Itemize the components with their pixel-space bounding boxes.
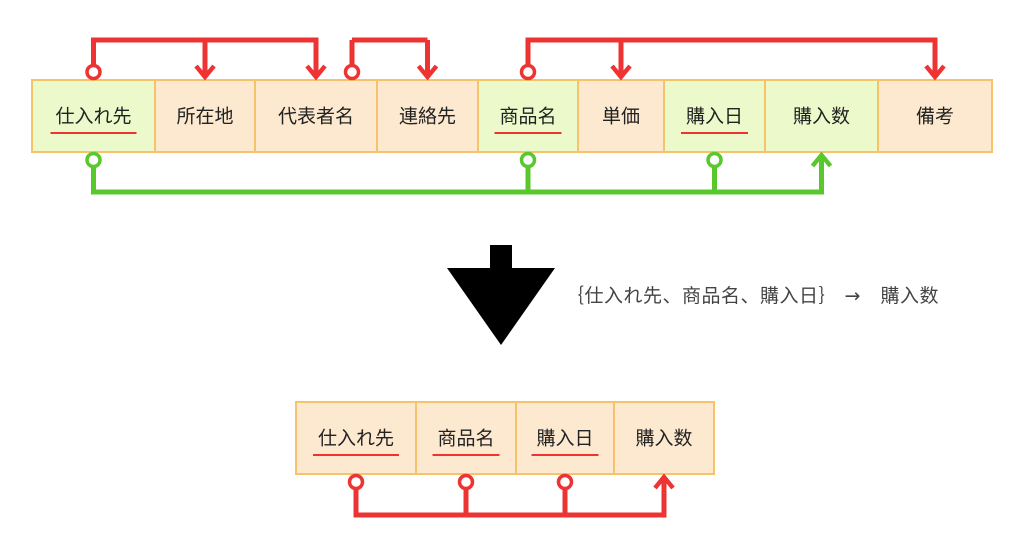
top-green-dependency — [85, 151, 833, 195]
bottom-red-source-circle — [457, 473, 475, 491]
top-cell — [663, 79, 766, 153]
top-red-source-circle — [343, 63, 361, 81]
top-cell-label: 連絡先 — [399, 106, 456, 128]
top-red-target-arrowhead — [610, 64, 632, 81]
bottom-red-source-circle — [556, 473, 574, 491]
top-green-target-arrowhead — [810, 151, 833, 168]
top-red-dependency — [343, 37, 439, 81]
top-cell — [577, 79, 665, 153]
top-cell-label: 仕入れ先 — [55, 106, 131, 128]
top-cell-label: 商品名 — [499, 106, 556, 128]
top-red-source-circle — [85, 63, 102, 81]
top-cell-label: 備考 — [916, 106, 954, 128]
top-cell-label: 代表者名 — [278, 106, 354, 128]
bottom-cell-label: 商品名 — [437, 428, 494, 450]
top-table: 仕入れ先 所在地 代表者名 連絡先 商品名 単価 購入日 購入数 備考 — [31, 79, 993, 153]
top-red-target-arrowhead — [305, 64, 327, 81]
top-cell — [31, 79, 156, 153]
bottom-red-source-circle — [347, 473, 365, 491]
bottom-cell — [415, 401, 517, 475]
top-red-source-circle — [519, 63, 537, 81]
top-red-dependency — [85, 37, 327, 81]
top-red-target-arrowhead — [194, 64, 216, 81]
top-red-target-arrowhead — [416, 64, 439, 81]
bottom-cell-label: 購入数 — [635, 428, 692, 450]
bottom-cell — [613, 401, 715, 475]
down-arrow-icon — [447, 245, 555, 345]
top-green-source-circle — [706, 151, 723, 169]
top-green-source-circle — [519, 151, 537, 169]
top-cell-label: 購入数 — [793, 106, 850, 128]
bottom-cell — [295, 401, 417, 475]
top-cell-label: 所在地 — [176, 106, 233, 128]
top-red-dependency — [519, 37, 946, 81]
top-cell — [764, 79, 879, 153]
top-cell-label: 単価 — [602, 106, 640, 128]
top-cell — [877, 79, 993, 153]
bottom-cell-label: 購入日 — [536, 428, 593, 450]
top-cell-label: 購入日 — [686, 106, 743, 128]
bottom-table: 仕入れ先 商品名 購入日 購入数 — [295, 401, 715, 475]
top-cell — [154, 79, 256, 153]
functional-dependency-label: ｛仕入れ先、商品名、購入日｝ → 購入数 — [565, 285, 939, 307]
bottom-red-target-arrowhead — [653, 473, 675, 490]
top-red-target-arrowhead — [924, 64, 946, 81]
top-green-source-circle — [85, 151, 102, 169]
bottom-cell-label: 仕入れ先 — [318, 428, 394, 450]
bottom-red-dependency — [347, 473, 675, 518]
